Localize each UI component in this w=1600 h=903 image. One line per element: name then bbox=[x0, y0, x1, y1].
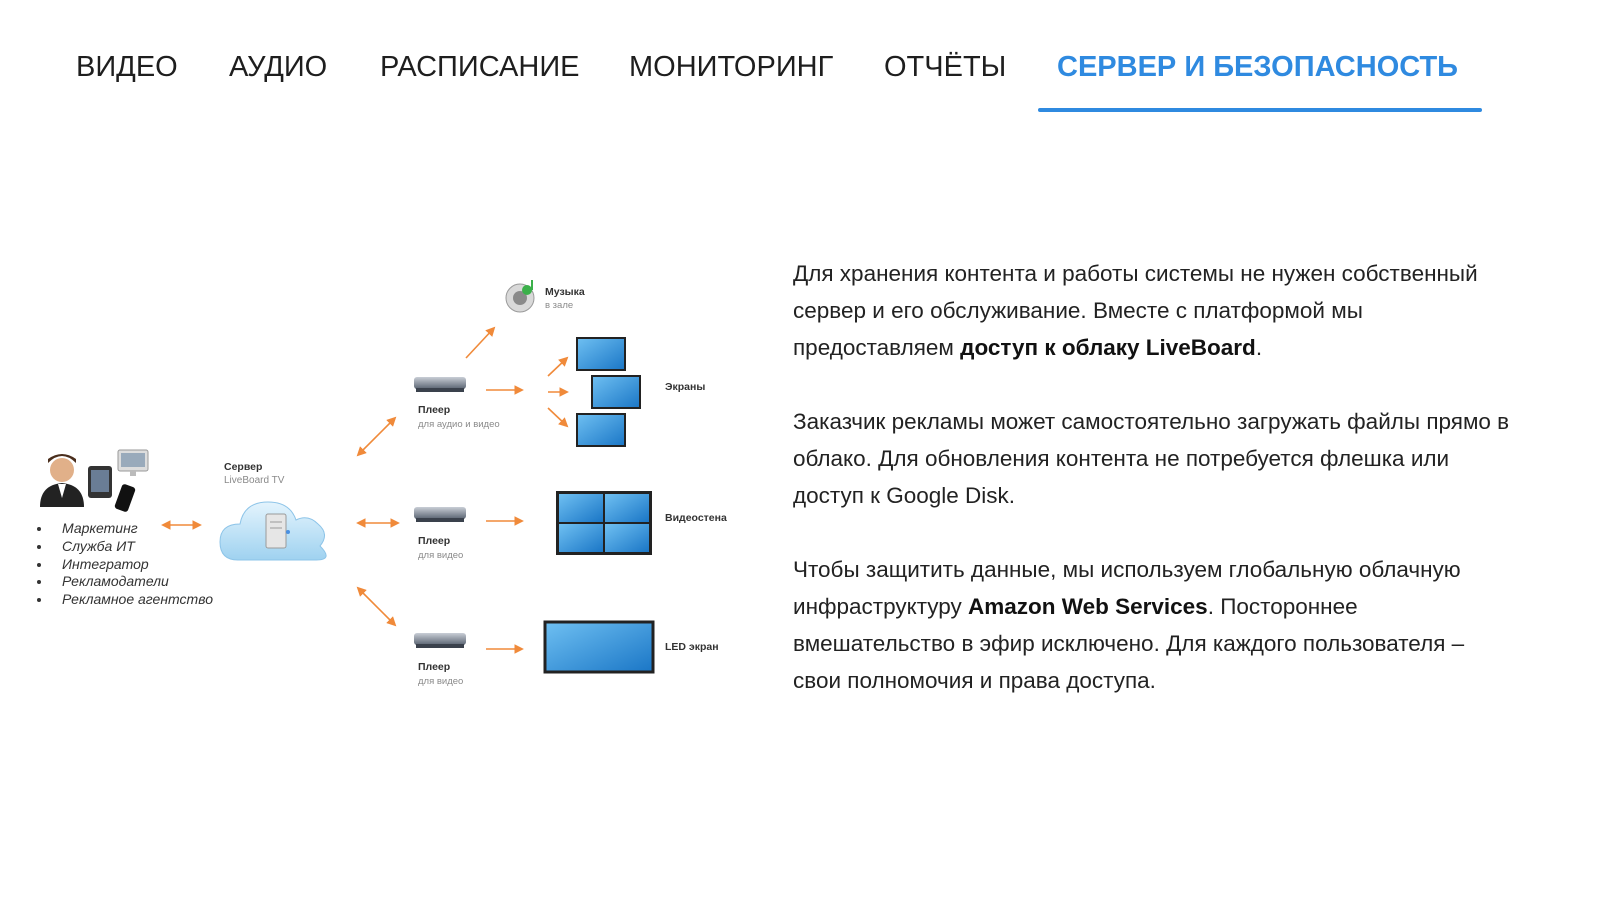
tab-server-security[interactable]: СЕРВЕР И БЕЗОПАСНОСТЬ bbox=[1057, 51, 1459, 83]
role-marketing: Маркетинг bbox=[62, 520, 138, 536]
cloud-access-highlight: доступ к облаку LiveBoard bbox=[960, 335, 1256, 360]
active-tab-indicator bbox=[1038, 108, 1482, 112]
aws-highlight: Amazon Web Services bbox=[968, 594, 1208, 619]
videowall-icon bbox=[556, 491, 652, 555]
monitor-icon bbox=[117, 449, 149, 476]
architecture-diagram: Маркетинг Служба ИТ Интегратор Рекламода… bbox=[0, 270, 760, 720]
tab-reports[interactable]: ОТЧЁТЫ bbox=[884, 51, 1007, 83]
role-it: Служба ИТ bbox=[62, 538, 136, 554]
player-3-subtitle: для видео bbox=[418, 676, 463, 687]
paragraph-cloud: Для хранения контента и работы системы н… bbox=[793, 261, 1478, 360]
role-integrator: Интегратор bbox=[62, 556, 149, 572]
cloud-server-icon bbox=[219, 501, 327, 561]
player-audio-video-icon bbox=[414, 377, 466, 392]
player-2-title: Плеер bbox=[418, 535, 450, 547]
smartphone-icon bbox=[114, 484, 136, 512]
role-advertisers: Рекламодатели bbox=[62, 573, 169, 589]
led-label: LED экран bbox=[665, 641, 719, 653]
server-title: Сервер bbox=[224, 461, 262, 473]
videowall-label: Видеостена bbox=[665, 512, 727, 524]
description-text: Для хранения контента и работы системы н… bbox=[793, 255, 1513, 736]
player-1-subtitle: для аудио и видео bbox=[418, 419, 500, 430]
roles-list: Маркетинг Служба ИТ Интегратор Рекламода… bbox=[37, 520, 213, 607]
tab-bar: ВИДЕО АУДИО РАСПИСАНИЕ МОНИТОРИНГ ОТЧЁТЫ… bbox=[0, 0, 1600, 115]
server-subtitle: LiveBoard TV bbox=[224, 475, 285, 486]
paragraph-security: Чтобы защитить данные, мы используем гло… bbox=[793, 557, 1465, 693]
tab-schedule[interactable]: РАСПИСАНИЕ bbox=[380, 51, 580, 83]
tablet-icon bbox=[88, 466, 112, 498]
music-speaker-icon bbox=[505, 280, 535, 313]
player-1-title: Плеер bbox=[418, 404, 450, 416]
tab-monitoring[interactable]: МОНИТОРИНГ bbox=[629, 51, 834, 83]
role-agency: Рекламное агентство bbox=[62, 591, 213, 607]
user-person-icon bbox=[40, 454, 84, 507]
screens-icon bbox=[576, 337, 641, 447]
player-3-title: Плеер bbox=[418, 661, 450, 673]
music-subtitle: в зале bbox=[545, 300, 573, 311]
music-title: Музыка bbox=[545, 286, 585, 298]
screens-label: Экраны bbox=[665, 381, 705, 393]
led-screen-icon bbox=[543, 620, 655, 674]
player-video-icon bbox=[414, 633, 466, 648]
player-2-subtitle: для видео bbox=[418, 550, 463, 561]
tab-video[interactable]: ВИДЕО bbox=[76, 51, 178, 83]
tab-audio[interactable]: АУДИО bbox=[229, 51, 328, 83]
player-video-icon bbox=[414, 507, 466, 522]
paragraph-upload: Заказчик рекламы может самостоятельно за… bbox=[793, 409, 1510, 508]
